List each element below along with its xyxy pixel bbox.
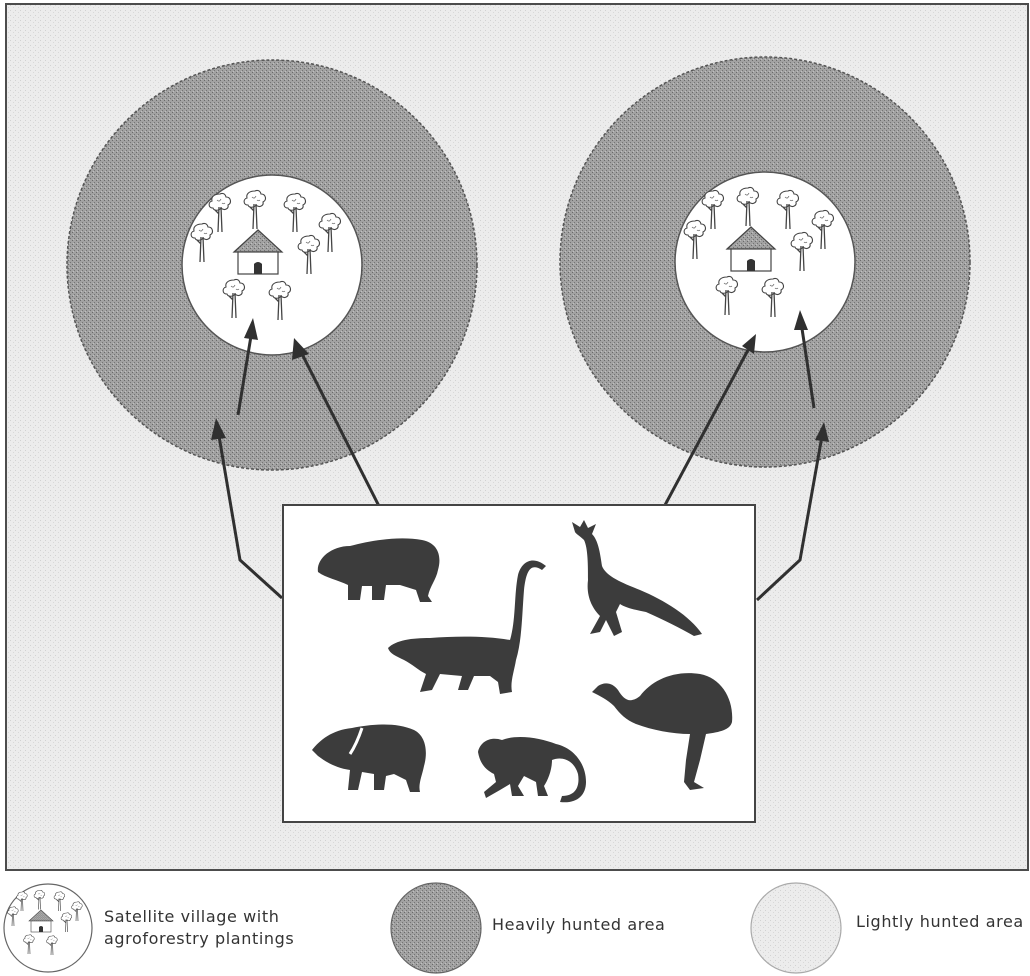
legend-village-label: Satellite village with agroforestry plan… bbox=[104, 906, 294, 950]
legend-village-line1: Satellite village with bbox=[104, 906, 294, 928]
legend-heavy-symbol bbox=[391, 883, 481, 973]
right-hunting-zone bbox=[560, 57, 970, 467]
legend-village-symbol bbox=[4, 884, 92, 972]
legend-light-symbol bbox=[751, 883, 841, 973]
legend-heavy-label: Heavily hunted area bbox=[492, 914, 665, 936]
left-hunting-zone bbox=[67, 60, 477, 470]
legend-village-line2: agroforestry plantings bbox=[104, 928, 294, 950]
legend-light-label: Lightly hunted area bbox=[856, 911, 1024, 933]
